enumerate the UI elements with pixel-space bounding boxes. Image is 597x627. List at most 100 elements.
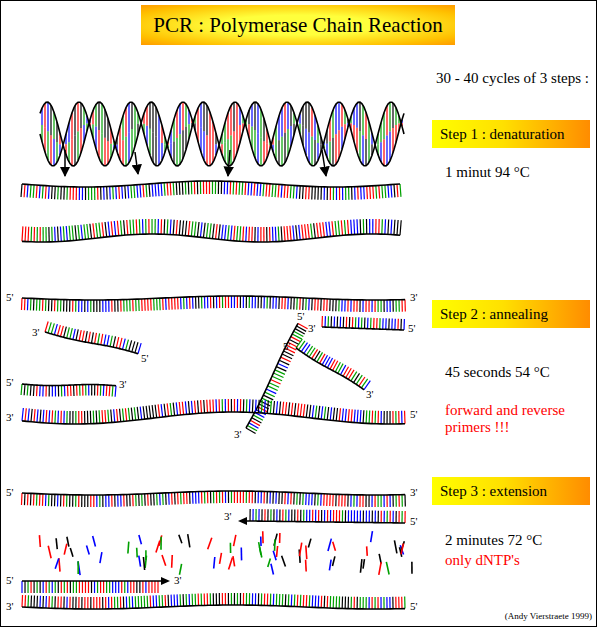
base-tick <box>81 225 83 240</box>
base-tick <box>260 296 262 308</box>
base-tick <box>392 300 393 312</box>
base-tick <box>60 495 62 507</box>
dntp <box>162 555 166 566</box>
base-tick <box>96 300 97 312</box>
base-tick <box>314 140 315 165</box>
base-tick <box>150 596 152 608</box>
base-tick <box>204 296 206 308</box>
dntp <box>55 559 59 569</box>
base-tick <box>155 107 156 136</box>
base-tick <box>45 299 47 311</box>
base-tick <box>147 596 149 608</box>
base-tick <box>317 187 319 200</box>
base-tick <box>73 385 75 396</box>
base-tick <box>36 185 38 198</box>
base-tick <box>387 219 389 234</box>
base-tick <box>206 135 207 165</box>
base-tick <box>69 597 70 609</box>
base-tick <box>249 509 250 521</box>
base-tick <box>203 223 205 238</box>
base-tick <box>95 104 96 126</box>
base-tick <box>94 187 95 200</box>
base-tick <box>389 102 390 131</box>
base-tick <box>237 491 238 503</box>
base-tick <box>132 494 134 506</box>
base-tick <box>105 222 107 237</box>
dntp <box>371 531 373 542</box>
base-tick <box>368 142 369 162</box>
base-tick <box>370 318 372 329</box>
base-tick <box>346 317 348 328</box>
base-tick <box>311 224 313 239</box>
base-tick <box>287 492 289 504</box>
base-tick <box>386 495 387 507</box>
base-tick <box>287 297 289 309</box>
base-tick <box>154 581 155 593</box>
base-tick <box>127 220 128 235</box>
base-tick <box>141 494 143 506</box>
base-tick <box>240 226 241 241</box>
base-tick <box>91 581 92 593</box>
base-tick <box>294 595 296 607</box>
base-tick <box>238 182 240 195</box>
backbone <box>22 234 400 242</box>
base-tick <box>27 581 28 593</box>
base-tick <box>40 581 41 593</box>
base-tick <box>210 296 211 308</box>
base-tick <box>338 102 339 130</box>
base-tick <box>24 581 25 593</box>
dntp <box>93 536 96 547</box>
base-tick <box>260 110 261 138</box>
base-tick <box>127 581 128 593</box>
base-tick <box>224 142 225 162</box>
dntp <box>87 546 90 555</box>
base-tick <box>245 227 247 242</box>
base-tick <box>219 296 220 308</box>
base-tick <box>102 222 104 237</box>
base-tick <box>258 593 259 605</box>
base-tick <box>285 594 287 606</box>
base-tick <box>129 340 132 351</box>
step-label: Step 2 : annealing <box>440 306 548 323</box>
base-tick <box>33 299 35 311</box>
base-tick <box>288 510 289 522</box>
base-tick <box>154 219 155 234</box>
base-tick <box>186 297 188 309</box>
base-tick <box>332 299 334 311</box>
base-tick <box>61 385 63 396</box>
dntp <box>39 535 41 547</box>
base-tick <box>222 491 223 503</box>
base-tick <box>33 185 35 198</box>
base-tick <box>66 300 67 312</box>
base-tick <box>135 596 137 608</box>
base-tick <box>225 225 226 240</box>
base-tick <box>269 297 271 309</box>
base-tick <box>164 404 166 417</box>
base-tick <box>189 297 191 309</box>
base-tick <box>162 595 164 607</box>
base-tick <box>329 494 331 506</box>
base-tick <box>107 141 108 164</box>
base-tick <box>321 406 323 419</box>
base-tick <box>398 411 399 424</box>
base-tick <box>323 494 325 506</box>
base-tick <box>109 385 111 396</box>
base-tick <box>398 300 399 312</box>
base-tick <box>275 297 277 309</box>
base-tick <box>293 185 295 198</box>
base-tick <box>276 594 278 606</box>
strand-end: 5' <box>410 515 417 528</box>
base-tick <box>20 384 22 395</box>
base-tick <box>119 338 122 349</box>
base-tick <box>180 297 182 309</box>
base-tick <box>36 385 38 396</box>
base-tick <box>404 300 406 312</box>
base-tick <box>324 407 325 420</box>
base-tick <box>61 326 64 337</box>
base-tick <box>272 297 274 309</box>
dntp <box>188 534 190 547</box>
base-tick <box>73 187 74 200</box>
base-tick <box>82 331 84 342</box>
base-tick <box>363 219 365 234</box>
base-tick <box>98 333 100 344</box>
